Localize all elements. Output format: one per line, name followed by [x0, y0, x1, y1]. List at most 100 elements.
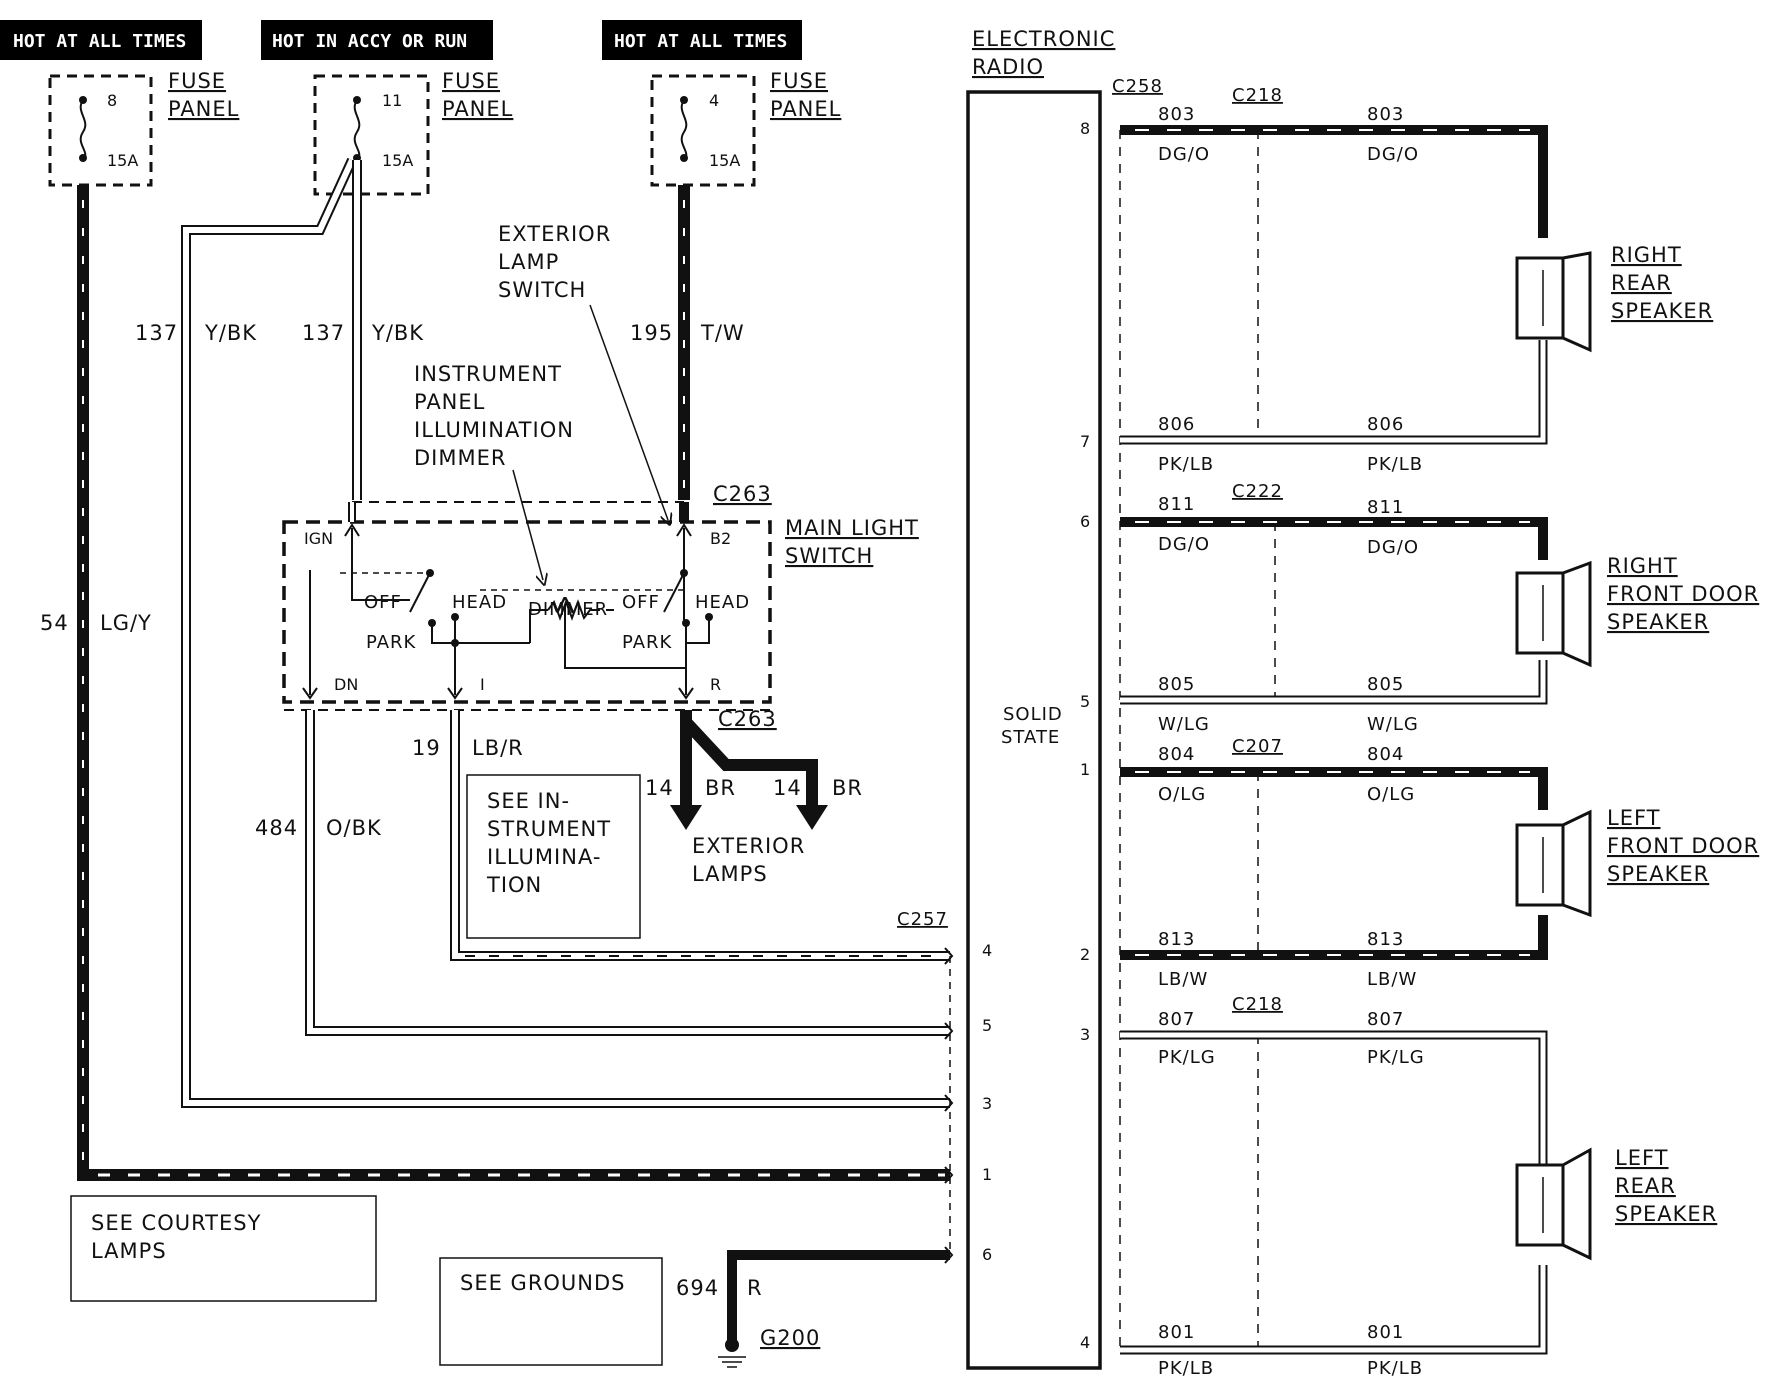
svg-text:G200: G200 — [760, 1326, 820, 1350]
svg-text:ILLUMINATION: ILLUMINATION — [414, 418, 574, 442]
svg-text:C218: C218 — [1232, 85, 1283, 106]
speaker-right-rear: RIGHT REAR SPEAKER — [1515, 243, 1713, 353]
speaker-wire-811: 811 DG/O 811 DG/O — [1120, 494, 1548, 560]
svg-text:6: 6 — [1080, 512, 1090, 531]
svg-text:PARK: PARK — [366, 632, 417, 653]
svg-text:REAR: REAR — [1615, 1174, 1676, 1198]
svg-text:803: 803 — [1367, 104, 1404, 125]
svg-text:W/LG: W/LG — [1158, 714, 1210, 735]
svg-text:DIMMER: DIMMER — [528, 599, 608, 620]
speaker-wire-807: 807 PK/LG 807 PK/LG — [1120, 1009, 1548, 1165]
svg-text:BR: BR — [832, 776, 863, 800]
svg-text:PK/LG: PK/LG — [1367, 1047, 1425, 1068]
speaker-wire-805: 805 W/LG 805 W/LG — [1120, 660, 1548, 735]
svg-text:PARK: PARK — [622, 632, 673, 653]
wire-19: 19 LB/R — [412, 710, 950, 961]
svg-text:STATE: STATE — [1001, 727, 1060, 748]
svg-text:SWITCH: SWITCH — [498, 278, 586, 302]
svg-text:DG/O: DG/O — [1158, 534, 1210, 555]
svg-text:R: R — [747, 1276, 763, 1300]
exterior-lamp-switch-label: EXTERIOR LAMP SWITCH — [498, 222, 668, 520]
svg-text:801: 801 — [1158, 1322, 1195, 1343]
fuse-amps: 15A — [709, 151, 740, 170]
wire-54: 54 LG/Y — [40, 185, 950, 1181]
speaker-wire-803: 803 DG/O 803 DG/O — [1120, 104, 1548, 238]
svg-text:O/LG: O/LG — [1158, 784, 1206, 805]
fuse-number: 11 — [382, 91, 402, 110]
svg-text:SPEAKER: SPEAKER — [1607, 610, 1709, 634]
svg-text:4: 4 — [1080, 1333, 1090, 1352]
svg-text:LAMP: LAMP — [498, 250, 559, 274]
svg-text:FUSE: FUSE — [168, 69, 226, 93]
svg-text:1: 1 — [1080, 760, 1090, 779]
svg-text:8: 8 — [1080, 119, 1090, 138]
svg-text:INSTRUMENT: INSTRUMENT — [414, 362, 562, 386]
fuse-8: 8 15A FUSE PANEL — [48, 69, 239, 187]
svg-text:W/LG: W/LG — [1367, 714, 1419, 735]
speaker-connectors: C258 C218 C222 C207 C218 — [1112, 76, 1283, 1350]
connector-c257: C257 — [897, 909, 954, 1264]
speaker-left-rear: LEFT REAR SPEAKER — [1515, 1146, 1716, 1261]
svg-text:5: 5 — [982, 1016, 992, 1035]
svg-text:Y/BK: Y/BK — [371, 321, 424, 345]
svg-text:811: 811 — [1158, 494, 1195, 515]
svg-text:MAIN LIGHT: MAIN LIGHT — [785, 516, 919, 540]
svg-text:811: 811 — [1367, 497, 1404, 518]
svg-text:DG/O: DG/O — [1367, 144, 1419, 165]
svg-text:FRONT DOOR: FRONT DOOR — [1607, 582, 1759, 606]
svg-text:SPEAKER: SPEAKER — [1607, 862, 1709, 886]
svg-text:O/BK: O/BK — [326, 816, 382, 840]
svg-text:PANEL: PANEL — [414, 390, 485, 414]
svg-text:R: R — [710, 675, 721, 694]
svg-text:4: 4 — [982, 941, 992, 960]
svg-text:805: 805 — [1367, 674, 1404, 695]
svg-text:PK/LB: PK/LB — [1367, 1358, 1423, 1376]
svg-text:EXTERIOR: EXTERIOR — [692, 834, 805, 858]
svg-text:807: 807 — [1367, 1009, 1404, 1030]
speaker-right-front-door: RIGHT FRONT DOOR SPEAKER — [1515, 554, 1759, 668]
svg-text:804: 804 — [1367, 744, 1404, 765]
wire-14-exterior-lamps: 14 BR 14 BR EXTERIOR LAMPS — [645, 710, 863, 886]
svg-text:LAMPS: LAMPS — [692, 862, 768, 886]
svg-text:813: 813 — [1367, 929, 1404, 950]
svg-text:DG/O: DG/O — [1158, 144, 1210, 165]
svg-text:3: 3 — [982, 1094, 992, 1113]
svg-text:C257: C257 — [897, 909, 948, 930]
svg-text:PANEL: PANEL — [168, 97, 239, 121]
svg-text:C258: C258 — [1112, 76, 1163, 97]
svg-text:806: 806 — [1158, 414, 1195, 435]
svg-text:HOT IN ACCY OR RUN: HOT IN ACCY OR RUN — [272, 31, 467, 52]
dimmer-label: INSTRUMENT PANEL ILLUMINATION DIMMER — [414, 362, 574, 580]
main-light-switch: MAIN LIGHT SWITCH C263 C263 IGN B2 DN I … — [282, 482, 919, 731]
svg-text:EXTERIOR: EXTERIOR — [498, 222, 611, 246]
svg-text:OFF: OFF — [364, 592, 402, 613]
svg-text:805: 805 — [1158, 674, 1195, 695]
svg-text:SPEAKER: SPEAKER — [1611, 299, 1713, 323]
svg-text:RIGHT: RIGHT — [1607, 554, 1678, 578]
svg-text:SEE GROUNDS: SEE GROUNDS — [460, 1271, 626, 1295]
svg-text:LB/W: LB/W — [1158, 969, 1208, 990]
svg-text:5: 5 — [1080, 692, 1090, 711]
svg-text:PK/LB: PK/LB — [1367, 454, 1423, 475]
svg-text:195: 195 — [630, 321, 673, 345]
svg-text:PK/LB: PK/LB — [1158, 1358, 1214, 1376]
svg-text:LEFT: LEFT — [1607, 806, 1661, 830]
note-grounds: SEE GROUNDS — [439, 1257, 663, 1366]
fuse-amps: 15A — [382, 151, 413, 170]
svg-text:ELECTRONIC: ELECTRONIC — [972, 27, 1115, 51]
svg-text:FRONT DOOR: FRONT DOOR — [1607, 834, 1759, 858]
svg-text:137: 137 — [135, 321, 178, 345]
fuse-amps: 15A — [107, 151, 138, 170]
svg-text:BR: BR — [705, 776, 736, 800]
header-hot-at-all-times-left: HOT AT ALL TIMES — [0, 20, 202, 60]
speaker-wire-801: 801 PK/LB 801 PK/LB — [1120, 1265, 1548, 1376]
svg-text:LAMPS: LAMPS — [91, 1239, 167, 1263]
svg-text:RIGHT: RIGHT — [1611, 243, 1682, 267]
svg-text:Y/BK: Y/BK — [204, 321, 257, 345]
svg-text:HEAD: HEAD — [452, 592, 507, 613]
svg-text:I: I — [480, 675, 485, 694]
svg-text:C207: C207 — [1232, 736, 1283, 757]
svg-text:PK/LB: PK/LB — [1158, 454, 1214, 475]
svg-text:C218: C218 — [1232, 994, 1283, 1015]
svg-text:LEFT: LEFT — [1615, 1146, 1669, 1170]
